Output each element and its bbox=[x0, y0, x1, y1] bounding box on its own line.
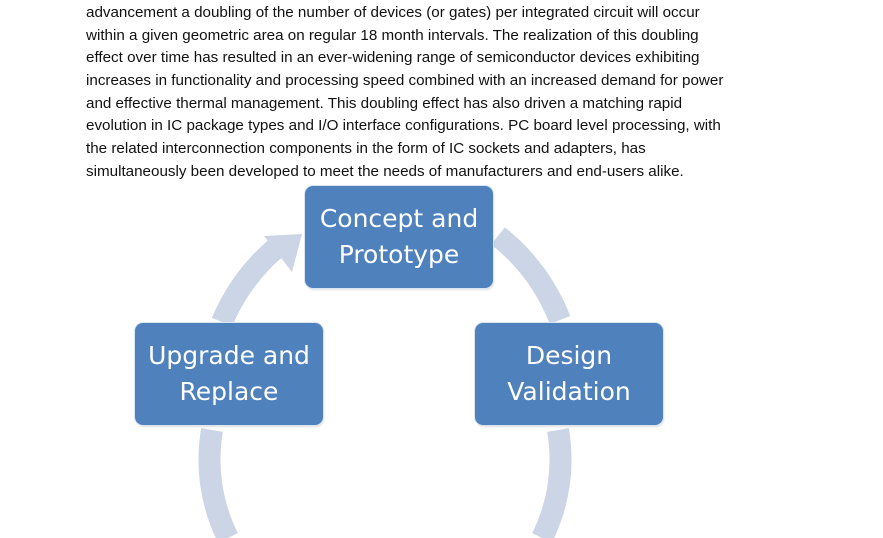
paragraph-line: and effective thermal management. This d… bbox=[86, 94, 683, 112]
stage-upgrade-replace: Upgrade and Replace bbox=[135, 323, 323, 425]
paragraph-line: increases in functionality and processin… bbox=[86, 72, 724, 90]
paragraph-line: within a given geometric area on regular… bbox=[86, 26, 699, 44]
stage-label: Validation bbox=[507, 377, 631, 406]
paragraph-line: effect over time has resulted in an ever… bbox=[86, 49, 700, 67]
stage-label: Prototype bbox=[338, 240, 460, 269]
stage-label: Replace bbox=[179, 377, 279, 406]
cycle-arrowhead-icon bbox=[264, 234, 302, 272]
paragraph-line: advancement a doubling of the number of … bbox=[86, 4, 700, 21]
stage-design-validation: Design Validation bbox=[475, 323, 663, 425]
cycle-arrow-right bbox=[491, 227, 571, 325]
paragraph-line: the related interconnection components i… bbox=[86, 140, 646, 158]
stage-concept-prototype: Concept and Prototype bbox=[305, 186, 493, 288]
stage-label: Design bbox=[525, 341, 613, 370]
stage-label: Upgrade and bbox=[148, 341, 310, 370]
cycle-arrow-bottom bbox=[198, 428, 572, 538]
body-paragraph: advancement a doubling of the number of … bbox=[86, 2, 876, 184]
stage-label: Concept and bbox=[319, 204, 479, 233]
paragraph-line: simultaneously been developed to meet th… bbox=[86, 162, 684, 180]
paragraph-line: evolution in IC package types and I/O in… bbox=[86, 117, 721, 135]
cycle-arrow-left bbox=[211, 239, 284, 327]
